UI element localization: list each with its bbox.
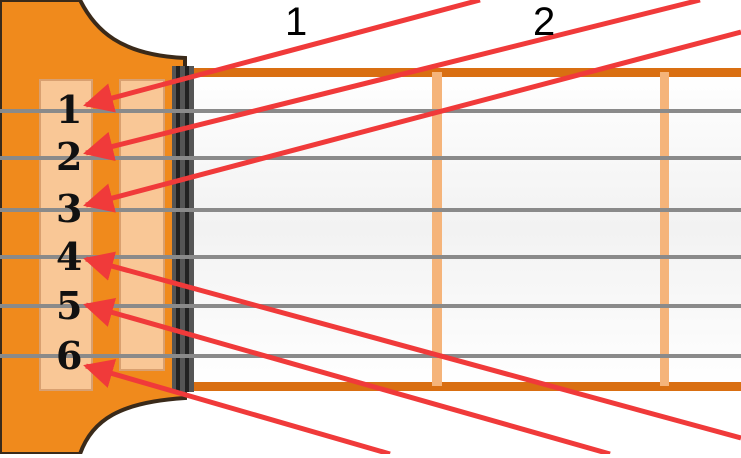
arrow-string-6 <box>83 359 391 457</box>
fretboard-bottom-edge <box>185 382 741 391</box>
string-number-3: 3 <box>56 186 82 231</box>
strings <box>0 109 741 358</box>
arrow-string-2 <box>83 0 701 162</box>
fret-number-2: 2 <box>533 0 556 44</box>
string-number-4: 4 <box>56 234 82 279</box>
fret-wire-2 <box>660 72 669 386</box>
string-number-6: 6 <box>56 333 82 378</box>
string-number-5: 5 <box>56 283 82 328</box>
fretboard <box>185 70 741 388</box>
fret-number-1: 1 <box>285 0 308 44</box>
arrow-string-5 <box>83 297 611 457</box>
arrow-string-3 <box>83 29 741 213</box>
fretboard-top-edge <box>185 68 741 77</box>
arrow-string-1 <box>83 0 481 113</box>
arrow-string-4 <box>83 251 741 441</box>
string-number-1: 1 <box>56 87 82 132</box>
nut <box>172 66 194 392</box>
fret-wire-1 <box>432 72 442 386</box>
string-number-2: 2 <box>56 134 82 179</box>
nut-pad-left <box>39 79 93 391</box>
